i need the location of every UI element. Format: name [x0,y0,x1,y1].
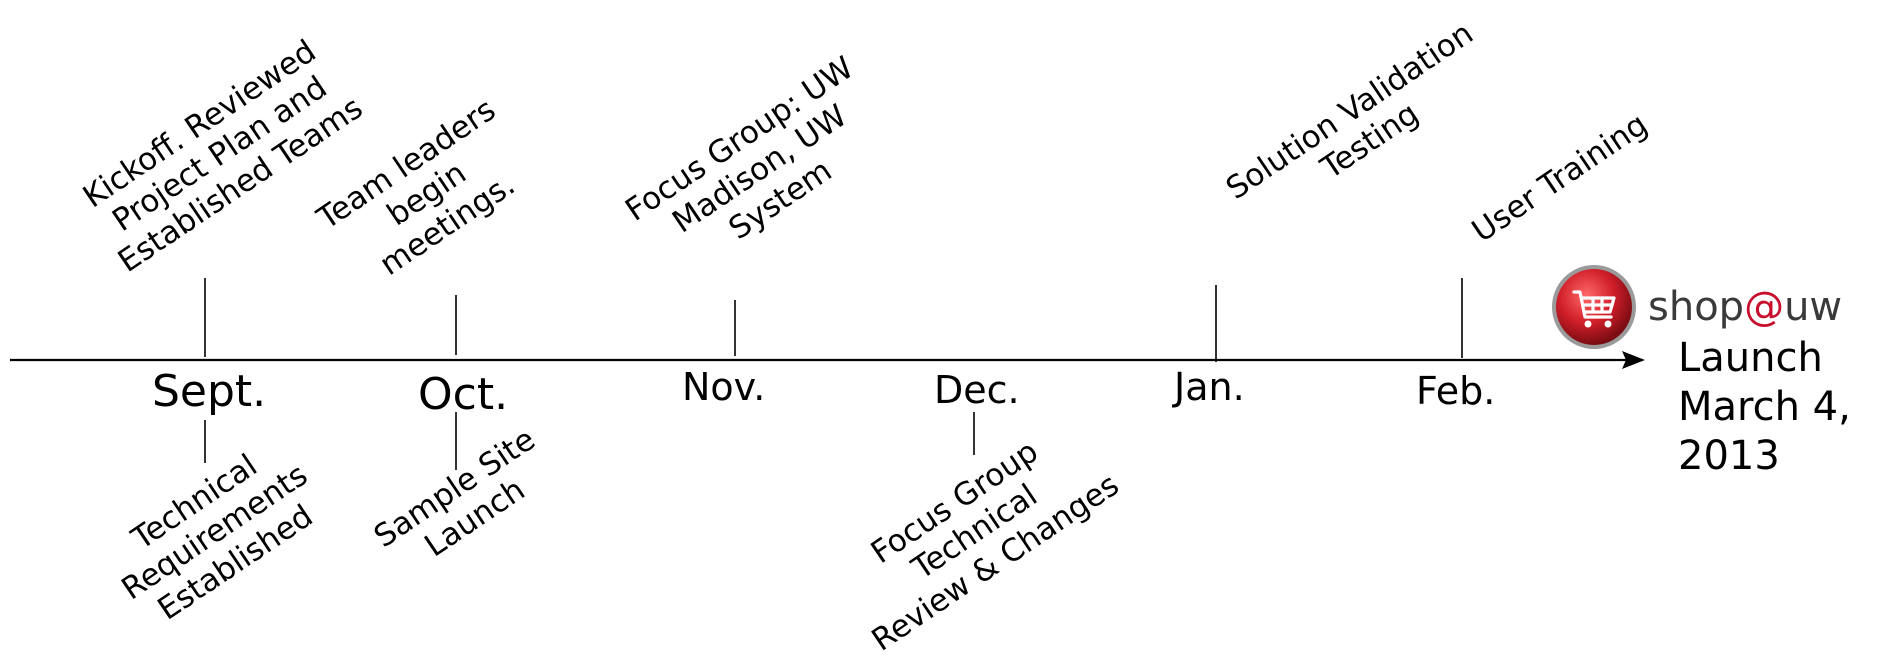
month-label-sept: Sept. [152,366,267,417]
month-label-feb: Feb. [1416,369,1496,413]
month-label-dec: Dec. [934,368,1020,412]
logo-wordmark: shop@uw [1648,284,1842,330]
shop-at-uw-logo: shop@uw [1552,265,1842,349]
launch-line: 2013 [1678,432,1780,479]
month-label-jan: Jan. [1174,365,1245,409]
shopping-cart-icon [1552,265,1636,349]
launch-line: March 4, [1678,383,1851,430]
launch-label: Launch March 4, 2013 [1678,334,1851,480]
launch-line: Launch [1678,335,1823,381]
timeline-arrowhead [1622,351,1645,369]
month-label-nov: Nov. [682,365,766,409]
month-label-oct: Oct. [418,369,509,420]
